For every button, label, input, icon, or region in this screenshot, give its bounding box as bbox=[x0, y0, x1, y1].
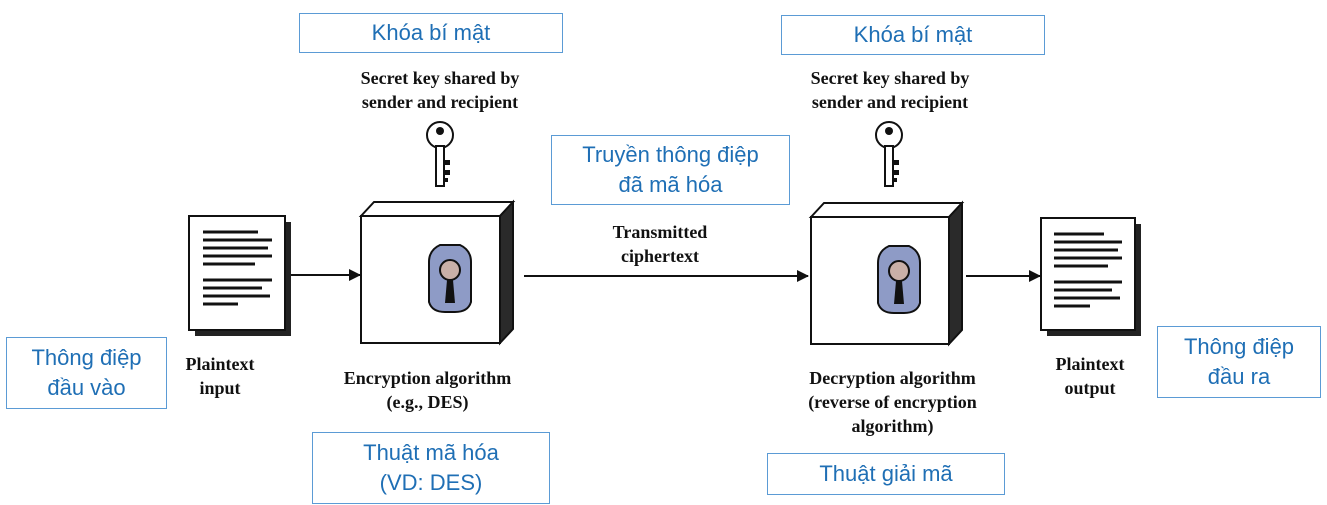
encryption-callout: Thuật mã hóa (VD: DES) bbox=[312, 432, 550, 504]
decryption-algorithm-label: Decryption algorithm (reverse of encrypt… bbox=[808, 368, 977, 436]
transmit-ciphertext-callout: Truyền thông điệp đã mã hóa bbox=[551, 135, 790, 205]
left-secret-key-icon bbox=[426, 121, 454, 187]
secret-key-left-callout: Khóa bí mật bbox=[299, 13, 563, 53]
plaintext-output-document-icon bbox=[1040, 217, 1141, 336]
transmitted-ciphertext-label: Transmitted ciphertext bbox=[612, 222, 708, 266]
plaintext-input-label: Plaintext input bbox=[185, 354, 255, 398]
decryption-lock-icon bbox=[877, 245, 921, 314]
right-secret-key-icon bbox=[875, 121, 903, 187]
encryption-lock-icon bbox=[428, 244, 472, 313]
secret-key-left-label: Secret key shared by sender and recipien… bbox=[360, 68, 520, 112]
encryption-algorithm-label: Encryption algorithm (e.g., DES) bbox=[343, 368, 512, 412]
secret-key-right-callout: Khóa bí mật bbox=[781, 15, 1045, 55]
secret-key-right-label: Secret key shared by sender and recipien… bbox=[810, 68, 970, 112]
decryption-callout: Thuật giải mã bbox=[767, 453, 1005, 495]
plaintext-input-document-icon bbox=[188, 215, 291, 336]
plaintext-output-label: Plaintext output bbox=[1055, 354, 1125, 398]
output-message-callout: Thông điệp đầu ra bbox=[1157, 326, 1321, 398]
input-message-callout: Thông điệp đầu vào bbox=[6, 337, 167, 409]
